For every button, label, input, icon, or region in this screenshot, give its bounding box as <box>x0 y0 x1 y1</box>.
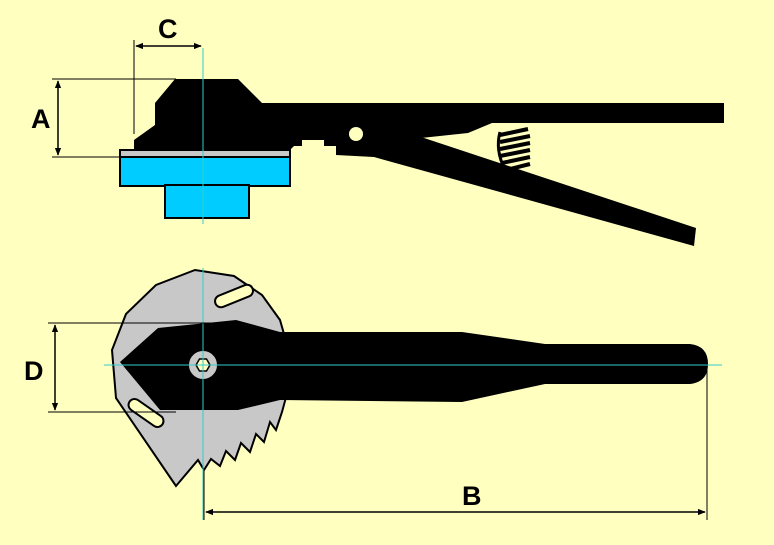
plate-slot-lower <box>127 397 165 429</box>
wrench-head-upper-handle <box>134 79 724 150</box>
jaw-plate <box>119 149 291 158</box>
plate-slot-upper <box>214 283 254 309</box>
lower-lever-handle <box>336 134 696 246</box>
fitting-hex-nut <box>119 155 291 187</box>
return-spring-icon <box>499 127 531 172</box>
side-view: A C <box>31 14 724 246</box>
dim-b-label: B <box>462 481 482 511</box>
fitting-stem <box>164 184 250 219</box>
dim-d-label: D <box>24 356 44 386</box>
pivot-pin-icon <box>349 127 363 141</box>
dim-c-label: C <box>158 14 178 44</box>
top-view: D B <box>24 268 722 520</box>
dim-a-label: A <box>31 104 51 134</box>
lever-slot <box>302 140 324 147</box>
spring-side-edge <box>496 131 507 171</box>
